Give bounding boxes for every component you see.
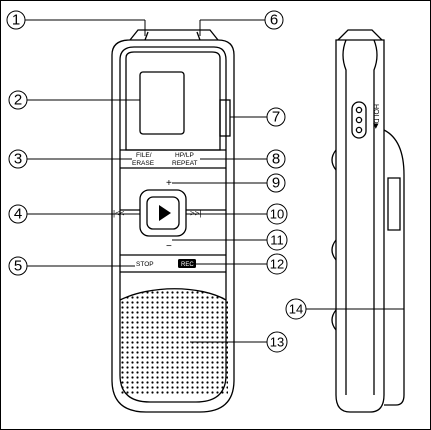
callout-2-circle bbox=[8, 90, 28, 110]
side-switch-front bbox=[219, 99, 231, 137]
side-body-outline bbox=[335, 39, 385, 413]
side-view: HOLD▶ bbox=[331, 29, 405, 413]
clip-grip bbox=[387, 177, 401, 231]
rec-button bbox=[178, 259, 196, 268]
callout-10: 10 bbox=[270, 207, 284, 222]
callout-6: 6 bbox=[270, 12, 278, 29]
callout-7: 7 bbox=[272, 109, 280, 126]
nav-ring-outer bbox=[139, 189, 187, 237]
file-erase-label-2: ERASE bbox=[132, 160, 155, 167]
hold-dot-2 bbox=[355, 116, 363, 124]
play-icon bbox=[159, 205, 171, 221]
speaker-top-edge bbox=[119, 288, 227, 301]
callout-14: 14 bbox=[289, 302, 303, 317]
top-slots bbox=[144, 31, 201, 41]
callout-11: 11 bbox=[270, 233, 284, 248]
callout-1-circle bbox=[6, 10, 26, 30]
speaker-grille bbox=[120, 288, 228, 395]
hold-dot-3 bbox=[355, 126, 363, 134]
callout-4: 4 bbox=[14, 206, 22, 223]
volume-down-sign: − bbox=[166, 241, 172, 252]
callout-10-circle bbox=[266, 203, 288, 225]
callout-14-circle bbox=[285, 298, 307, 320]
callout-13: 13 bbox=[270, 335, 284, 350]
top-edge bbox=[129, 29, 219, 41]
callout-4-circle bbox=[8, 204, 28, 224]
callout-3-circle bbox=[8, 149, 28, 169]
play-button bbox=[146, 196, 180, 230]
hold-label: HOLD▶ bbox=[372, 104, 379, 129]
callout-11-circle bbox=[266, 229, 288, 251]
rec-label: REC bbox=[181, 262, 194, 268]
callout-6-circle bbox=[264, 10, 284, 30]
stop-label: STOP bbox=[136, 261, 154, 268]
file-erase-label-1: FILE/ bbox=[136, 152, 152, 159]
callout-8-circle bbox=[266, 149, 286, 169]
lcd-display bbox=[139, 71, 185, 135]
belt-clip bbox=[383, 129, 405, 406]
callout-13-circle bbox=[266, 331, 288, 353]
callout-9: 9 bbox=[272, 175, 280, 192]
side-inner-left bbox=[342, 39, 347, 395]
callout-12-circle bbox=[266, 253, 288, 275]
callout-5: 5 bbox=[14, 258, 22, 275]
hold-switch bbox=[351, 101, 367, 139]
callouts: 1 2 3 4 5 6 7 8 9 10 11 12 13 14 bbox=[6, 10, 307, 353]
side-inner-right bbox=[373, 39, 378, 395]
front-view: FILE/ ERASE HP/LP REPEAT + |<< >>| − STO… bbox=[111, 29, 235, 413]
side-bumps bbox=[331, 149, 337, 331]
callout-7-circle bbox=[266, 107, 286, 127]
side-top-edge bbox=[337, 29, 383, 41]
hold-dot-1 bbox=[355, 106, 363, 114]
callout-12: 12 bbox=[270, 257, 284, 272]
body-outline bbox=[111, 39, 235, 413]
callout-3: 3 bbox=[14, 151, 22, 168]
volume-up-sign: + bbox=[166, 178, 172, 189]
repeat-label: REPEAT bbox=[172, 160, 198, 167]
callout-2: 2 bbox=[14, 92, 22, 109]
callout-5-circle bbox=[8, 256, 28, 276]
hp-lp-label: HP/LP bbox=[175, 152, 194, 159]
callout-9-circle bbox=[266, 173, 286, 193]
face-panel bbox=[125, 51, 221, 151]
leader-lines bbox=[24, 19, 404, 343]
callout-8: 8 bbox=[272, 151, 280, 168]
callout-1: 1 bbox=[12, 12, 20, 29]
